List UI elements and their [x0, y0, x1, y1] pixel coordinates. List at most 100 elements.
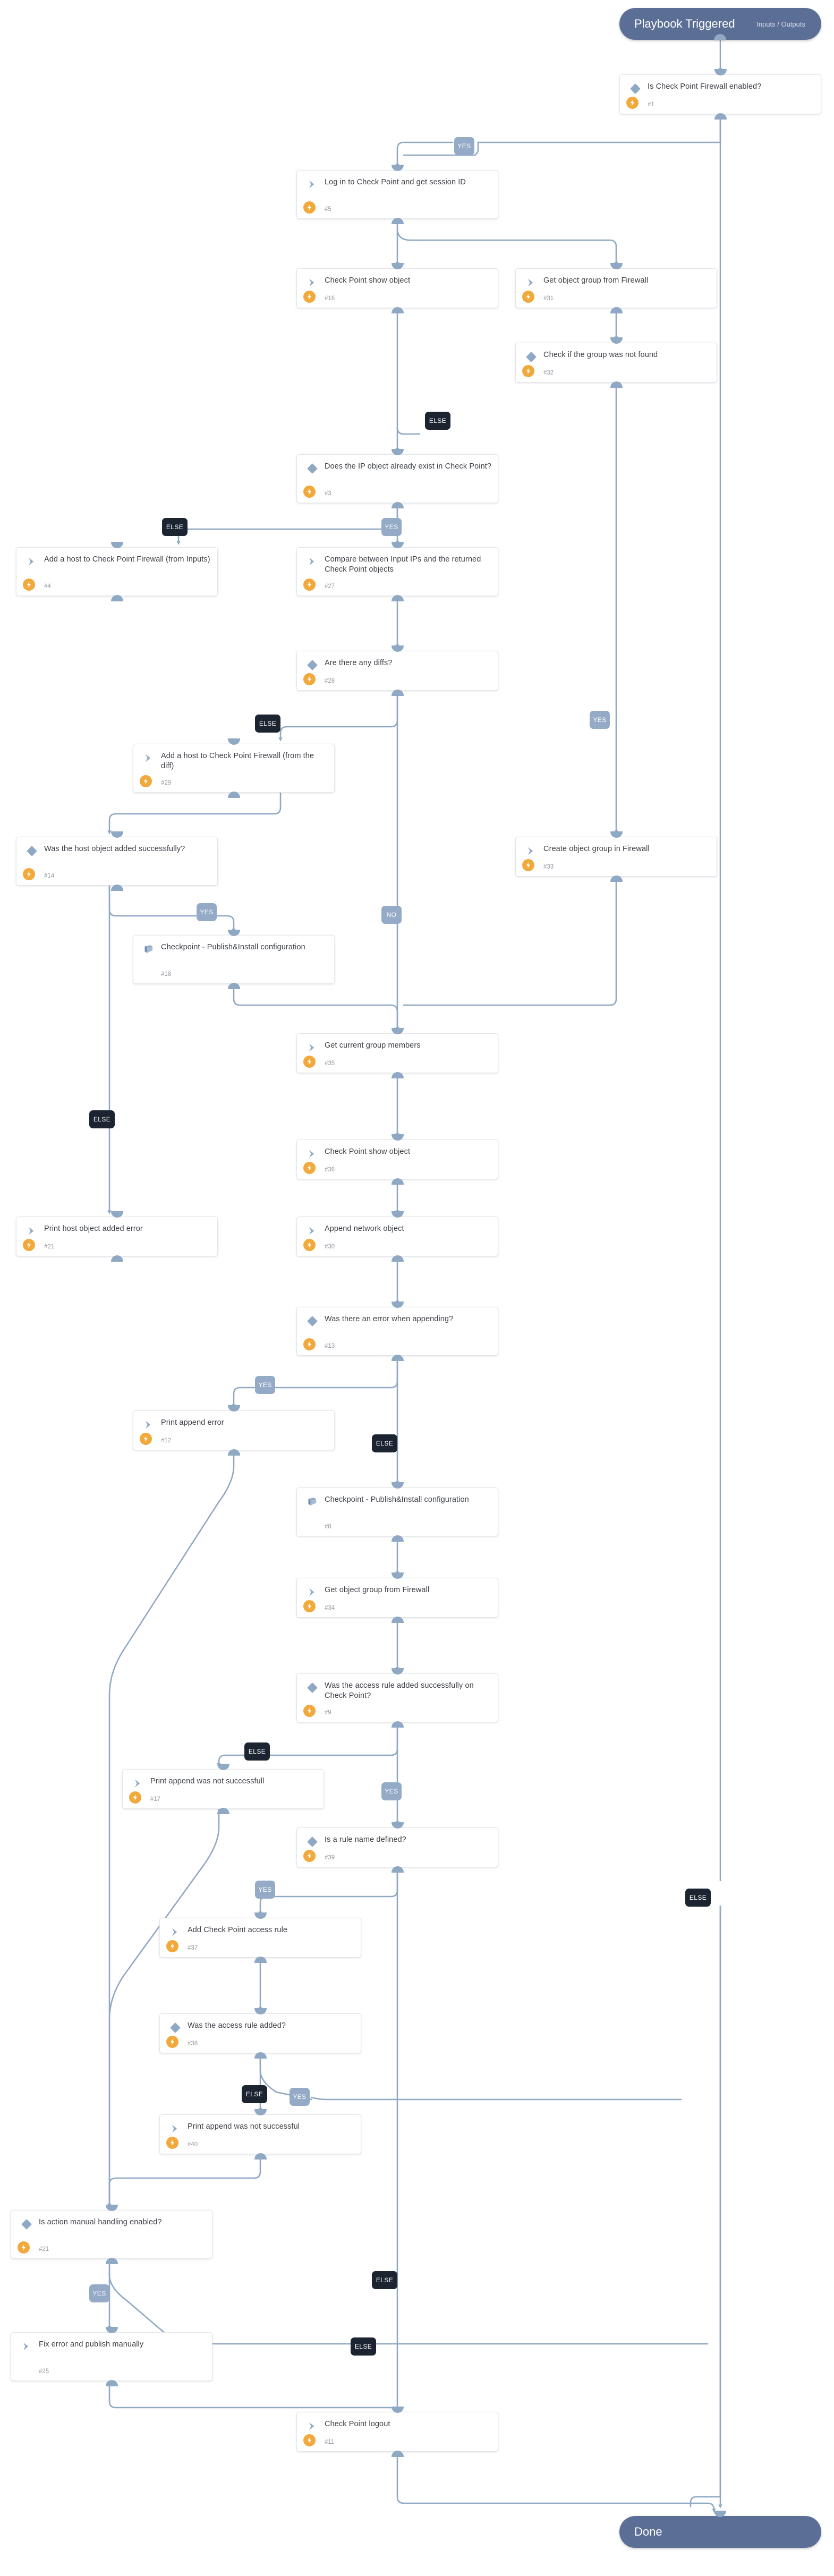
playbook-node-31[interactable]: Get object group from Firewall#31 — [515, 268, 717, 308]
connector-handle — [391, 1302, 404, 1308]
connector-handle — [391, 1617, 404, 1623]
node-id: #12 — [161, 1438, 172, 1444]
branch-label-yes: YES — [255, 1376, 275, 1394]
connector-handle — [610, 381, 623, 388]
book-icon — [307, 1496, 318, 1508]
playbook-node-38[interactable]: Was the access rule added?#38 — [159, 2013, 361, 2053]
playbook-node-33[interactable]: Create object group in Firewall#33 — [515, 837, 717, 877]
book-icon — [143, 943, 155, 955]
lightning-icon — [303, 1850, 316, 1862]
connector-handle — [110, 542, 123, 548]
chevron-icon — [143, 1419, 155, 1431]
branch-label-else: ELSE — [162, 518, 188, 536]
branch-label-yes: YES — [381, 1782, 402, 1800]
lightning-icon — [303, 486, 316, 498]
node-title: Is action manual handling enabled? — [39, 2218, 162, 2226]
lightning-icon — [303, 1600, 316, 1612]
playbook-node-36[interactable]: Check Point show object#36 — [296, 1140, 498, 1179]
playbook-node-4[interactable]: Add a host to Check Point Firewall (from… — [16, 547, 218, 596]
playbook-node-9[interactable]: Was the access rule added successfully o… — [296, 1673, 498, 1722]
playbook-node-34[interactable]: Get object group from Firewall#34 — [296, 1578, 498, 1618]
playbook-node-14[interactable]: Was the host object added successfully?#… — [16, 837, 218, 886]
connector-handle — [391, 1072, 404, 1078]
connector-handle — [391, 218, 404, 224]
connector-handle — [105, 2380, 118, 2386]
diamond-icon — [629, 83, 641, 95]
diamond-icon — [525, 351, 537, 363]
playbook-node-32[interactable]: Check if the group was not found#32 — [515, 343, 717, 382]
playbook-node-18[interactable]: Checkpoint - Publish&Install configurati… — [133, 935, 335, 984]
lightning-icon — [522, 365, 534, 377]
connector-handle — [105, 2205, 118, 2211]
playbook-node-25[interactable]: Fix error and publish manually#25 — [11, 2332, 212, 2381]
playbook-node-39[interactable]: Is a rule name defined?#39 — [296, 1827, 498, 1867]
node-title: Create object group in Firewall — [543, 845, 650, 853]
node-id: #35 — [325, 1060, 335, 1067]
connector-handle — [391, 1721, 404, 1728]
node-id: #38 — [188, 2041, 198, 2047]
branch-label-else: ELSE — [372, 2271, 397, 2289]
node-id: #8 — [325, 1524, 331, 1530]
lightning-icon — [303, 1239, 316, 1251]
playbook-node-35[interactable]: Get current group members #35 — [296, 1033, 498, 1073]
node-id: #37 — [188, 1945, 198, 1951]
branch-label-else: ELSE — [89, 1110, 115, 1128]
branch-label-yes: YES — [454, 137, 474, 155]
playbook-node-27[interactable]: Compare between Input IPs and the return… — [296, 547, 498, 596]
connector-handle — [254, 1912, 267, 1919]
playbook-node-28[interactable]: Are there any diffs?#28 — [296, 651, 498, 691]
node-id: #31 — [543, 295, 554, 302]
lightning-icon — [303, 1056, 316, 1068]
playbook-node-3[interactable]: Does the IP object already exist in Chec… — [296, 454, 498, 503]
connector-handle — [714, 2511, 726, 2517]
playbook-node-21[interactable]: Is action manual handling enabled?#21 — [11, 2210, 212, 2259]
node-id: #21 — [44, 1244, 55, 1250]
lightning-icon — [140, 775, 152, 787]
connector-handle — [391, 2407, 404, 2413]
playbook-node-16[interactable]: Check Point show object#16 — [296, 268, 498, 308]
chevron-icon — [26, 556, 38, 567]
connector-handle — [391, 263, 404, 269]
chevron-icon — [307, 1586, 318, 1598]
playbook-node-30[interactable]: Append network object#30 — [296, 1217, 498, 1256]
node-id: #18 — [161, 971, 172, 977]
node-title: Get object group from Firewall — [325, 1586, 430, 1594]
node-title: Get current group members — [325, 1041, 421, 1050]
connector-handle — [110, 1211, 123, 1218]
node-title: Does the IP object already exist in Chec… — [325, 462, 492, 471]
playbook-node-1[interactable]: Is Check Point Firewall enabled?#1 — [619, 74, 821, 114]
node-id: #40 — [188, 2141, 198, 2148]
node-title: Add a host to Check Point Firewall (from… — [161, 752, 314, 770]
branch-label-no: NO — [381, 906, 402, 924]
playbook-node-13[interactable]: Was there an error when appending?#13 — [296, 1307, 498, 1356]
diamond-icon — [307, 1315, 318, 1327]
node-id: #27 — [325, 583, 335, 590]
branch-label-else: ELSE — [255, 715, 280, 733]
playbook-node-11[interactable]: Check Point logout#11 — [296, 2412, 498, 2452]
playbook-node-8[interactable]: Checkpoint - Publish&Install configurati… — [296, 1487, 498, 1536]
playbook-node-21[interactable]: Print host object added error#21 — [16, 1217, 218, 1256]
node-title: Compare between Input IPs and the return… — [325, 555, 481, 574]
node-title: Check Point show object — [325, 1147, 411, 1156]
connector-handle — [391, 1668, 404, 1674]
playbook-node-29[interactable]: Add a host to Check Point Firewall (from… — [133, 744, 335, 793]
node-id: #5 — [325, 206, 331, 212]
playbook-node-5[interactable]: Log in to Check Point and get session ID… — [296, 170, 498, 219]
node-id: #1 — [648, 101, 654, 108]
playbook-node-17[interactable]: Print append was not successfull#17 — [122, 1769, 324, 1809]
lightning-icon — [303, 579, 316, 591]
connector-handle — [391, 1482, 404, 1489]
connector-handle — [391, 1255, 404, 1262]
lightning-icon — [303, 291, 316, 303]
node-title: Log in to Check Point and get session ID — [325, 178, 466, 186]
node-id: #39 — [325, 1855, 335, 1861]
done-node[interactable]: Done — [619, 2516, 821, 2548]
connector-handle — [391, 1134, 404, 1141]
chevron-icon — [307, 1042, 318, 1053]
playbook-node-12[interactable]: Print append error#12 — [133, 1410, 335, 1450]
connector-handle — [254, 1957, 267, 1963]
branch-label-else: ELSE — [425, 412, 450, 430]
inputs-outputs-link[interactable]: Inputs / Outputs — [756, 20, 805, 28]
playbook-node-37[interactable]: Add Check Point access rule#37 — [159, 1918, 361, 1958]
playbook-node-40[interactable]: Print append was not successful#40 — [159, 2114, 361, 2154]
